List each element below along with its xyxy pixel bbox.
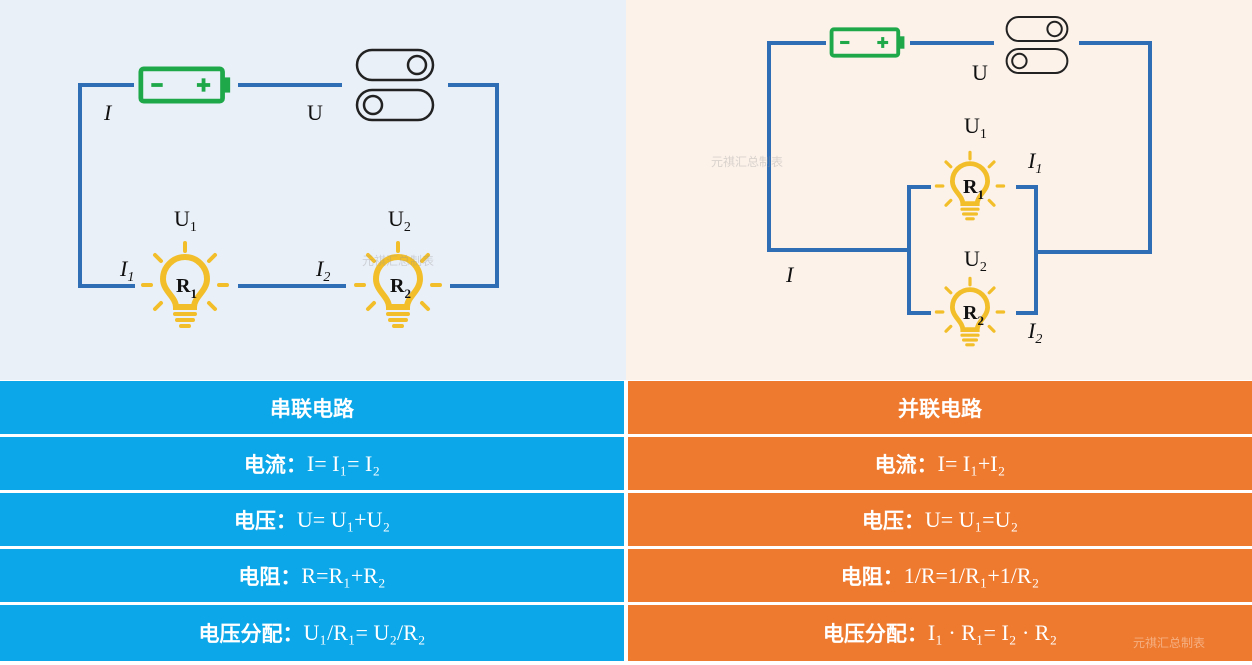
series-circuit-diagram: I U U1 U2 I1 I2 R1 R2 元祺汇总制表: [0, 0, 626, 380]
label-i: I: [103, 100, 113, 125]
comparison-table: 串联电路 并联电路 电流：I= I₁= I₂ 电流：I= I₁+I₂ 电压：U=…: [0, 381, 1252, 665]
label-r2: R2: [390, 275, 411, 301]
label-r1: R1: [176, 275, 197, 301]
label-u2: U2: [964, 246, 987, 275]
label-i2: I2: [1027, 318, 1042, 347]
label-u2: U2: [388, 206, 411, 235]
battery-icon: [829, 27, 907, 58]
label-u: U: [972, 60, 988, 85]
switch-icon: [1005, 15, 1069, 75]
parallel-wires: [767, 41, 1152, 315]
parallel-row-resistance: 电阻：1/R=1/R₁+1/R₂: [628, 549, 1252, 602]
series-row-resistance: 电阻：R=R₁+R₂: [0, 549, 624, 602]
label-u: U: [307, 100, 323, 125]
series-wires: [78, 83, 499, 288]
battery-icon: [141, 69, 230, 101]
label-r2: R2: [963, 302, 984, 328]
series-row-current: 电流：I= I₁= I₂: [0, 437, 624, 490]
watermark: 元祺汇总制表: [362, 254, 435, 268]
watermark: 元祺汇总制表: [711, 155, 784, 169]
series-header: 串联电路: [0, 381, 624, 434]
switch-icon: [355, 48, 435, 122]
watermark: 元祺汇总制表: [1133, 636, 1206, 650]
series-row-voltage: 电压：U= U₁+U₂: [0, 493, 624, 546]
label-r1: R1: [963, 176, 984, 202]
parallel-header: 并联电路: [628, 381, 1252, 434]
label-u1: U1: [964, 113, 987, 142]
parallel-circuit-diagram: U I U1 U2 I1 I2 R1 R2 元祺汇总制表: [626, 0, 1252, 380]
label-i1: I1: [119, 256, 134, 285]
series-row-distribution: 电压分配：U₁/R₁= U₂/R₂: [0, 605, 624, 661]
parallel-row-voltage: 电压：U= U₁=U₂: [628, 493, 1252, 546]
label-i2: I2: [315, 256, 330, 285]
label-i1: I1: [1027, 148, 1042, 177]
parallel-row-distribution: 电压分配：I₁ · R₁= I₂ · R₂: [628, 605, 1252, 661]
parallel-row-current: 电流：I= I₁+I₂: [628, 437, 1252, 490]
label-i: I: [785, 262, 795, 287]
label-u1: U1: [174, 206, 197, 235]
